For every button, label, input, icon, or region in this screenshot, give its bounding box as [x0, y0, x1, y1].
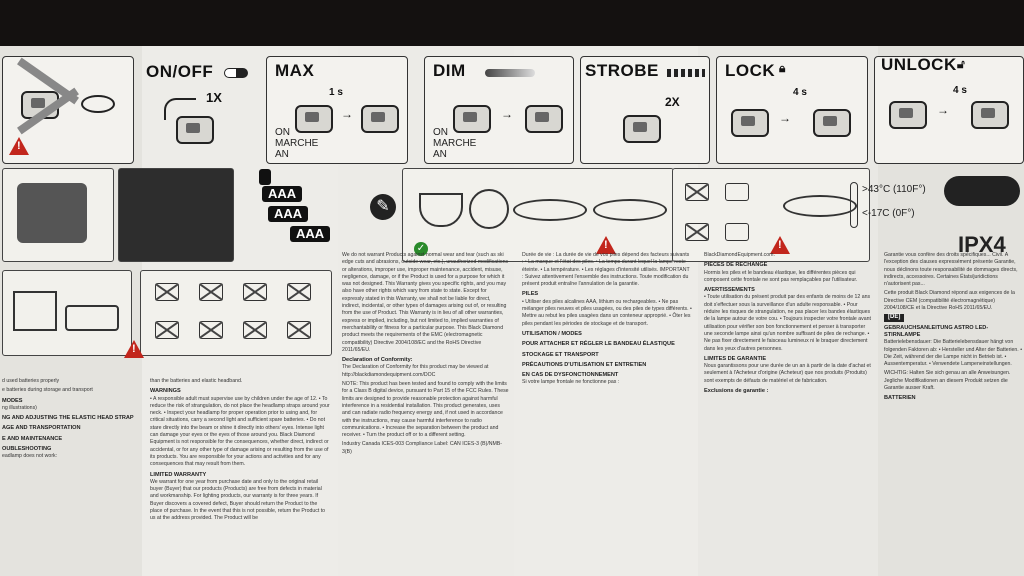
cross-out-icon [243, 283, 267, 301]
strobe-pattern-icon [667, 69, 705, 77]
headlamp-illustration [525, 105, 563, 133]
hand-icon [164, 98, 196, 120]
cross-out-icon [685, 183, 709, 201]
french-column-1: Durée de vie : La durée de vie de vos pi… [522, 252, 692, 386]
strobe-count: 2X [665, 95, 680, 109]
de-badge: [DE] [884, 314, 905, 322]
eye-warning-box: ! [2, 56, 134, 164]
lock-icon: 🔒︎ [779, 61, 786, 75]
unlock-title: UNLOCK [881, 55, 957, 74]
on-off-count: 1X [206, 90, 222, 105]
lock-box: LOCK 🔒︎ 4 s → [716, 56, 868, 164]
ipx-rating: IPX4 [958, 232, 1006, 257]
german-column: Garantie vous confère des droits spécifi… [884, 252, 1022, 402]
headlamp-illustration [971, 101, 1009, 129]
battery-label: AAA [262, 186, 303, 202]
headlamp-illustration [813, 109, 851, 137]
maintenance-illustration [140, 270, 332, 356]
avertissements-heading: AVERTISSEMENTS [704, 287, 755, 294]
english-column-2: than the batteries and elastic headband.… [150, 378, 330, 522]
cross-out-icon [243, 321, 267, 339]
head-strap-illustration [402, 168, 674, 262]
storage-illustration [2, 270, 132, 356]
battery-compartment [118, 168, 271, 262]
arrow-right-icon: → [341, 107, 353, 121]
warning-triangle-icon: ! [124, 340, 144, 358]
warning-triangle-icon: ! [770, 236, 790, 254]
english-column-1: d used batteries properly e batteries du… [2, 378, 134, 460]
strobe-title: STROBE [585, 61, 659, 80]
cross-out-icon [287, 283, 311, 301]
dim-gradient-icon [485, 69, 535, 77]
lock-title: LOCK [725, 61, 776, 80]
temp-hot: >43°C (110F°) [862, 184, 926, 195]
headlamp-illustration [731, 109, 769, 137]
thermometer-icon [850, 182, 858, 228]
battery-label: AAA [290, 226, 331, 242]
eye-icon [81, 95, 115, 113]
cross-out-icon [685, 223, 709, 241]
warning-triangle-icon: ! [596, 236, 616, 254]
utilisation-heading: UTILISATION / MODES [522, 330, 582, 337]
headlamp-illustration [361, 105, 399, 133]
wrench-icon: ✎ [370, 194, 396, 220]
warranty-heading: LIMITED WARRANTY [150, 471, 207, 478]
battery-label: AAA [268, 206, 309, 222]
battery-door-illustration [2, 168, 114, 262]
arrow-right-icon: → [779, 111, 791, 125]
temp-cold: <-17C (0F°) [862, 208, 915, 219]
unlock-box: UNLOCK 🔓︎ 4 s → [874, 55, 1024, 164]
on-off-bar-icon [224, 68, 248, 78]
check-icon: ✓ [414, 242, 428, 256]
max-title: MAX [275, 61, 315, 80]
cross-out-icon [199, 321, 223, 339]
warnings-heading: WARNINGS [150, 388, 181, 395]
background-top [0, 0, 1024, 46]
headlamp-illustration [295, 105, 333, 133]
headlamp-illustration [889, 101, 927, 129]
english-column-3: We do not warrant Products against norma… [342, 252, 509, 455]
unlock-hold: 4 s [953, 85, 967, 96]
french-column-2: BlackDiamondEquipment.com. PIÈCES DE REC… [704, 252, 874, 576]
on-off-title: ON/OFF [146, 62, 214, 81]
lock-hold: 4 s [793, 87, 807, 98]
cross-out-icon [155, 283, 179, 301]
arrow-right-icon: → [501, 107, 513, 121]
headlamp-illustration [623, 115, 661, 143]
unlock-icon: 🔓︎ [957, 57, 965, 71]
headlamp-illustration [176, 116, 214, 144]
max-hold: 1 s [329, 87, 343, 98]
cross-out-icon [287, 321, 311, 339]
headlamp-illustration [453, 105, 491, 133]
cross-out-icon [199, 283, 223, 301]
warning-triangle-icon: ! [9, 137, 29, 155]
rain-cloud-icon [944, 176, 1020, 206]
cross-out-icon [155, 321, 179, 339]
arrow-right-icon: → [937, 103, 949, 117]
strobe-box: STROBE 2X [580, 56, 710, 164]
dim-title: DIM [433, 61, 466, 80]
